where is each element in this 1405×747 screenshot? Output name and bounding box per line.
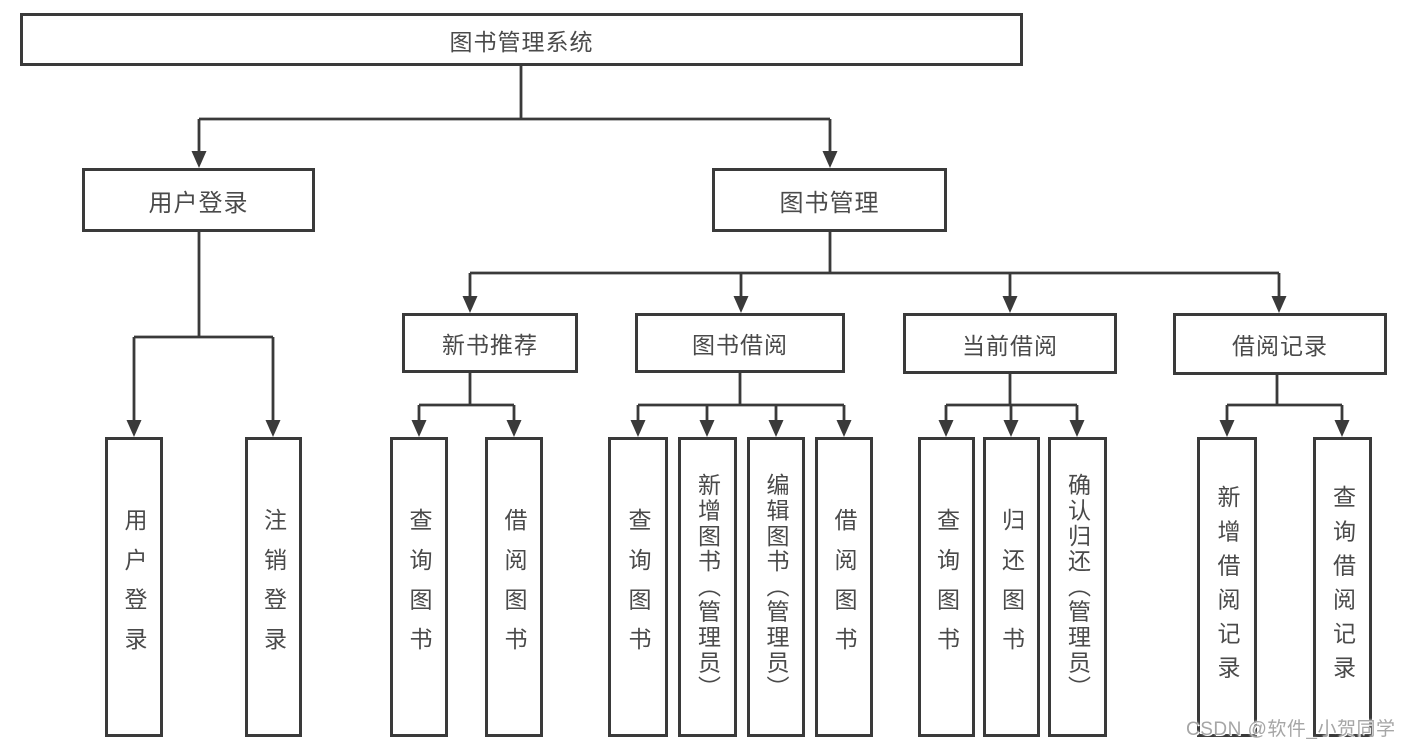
leaf-borrow-add-books-admin: 新增图书（管理员） <box>678 437 737 737</box>
node-borrow-records: 借阅记录 <box>1173 313 1387 375</box>
node-book-borrow: 图书借阅 <box>635 313 845 373</box>
leaf-borrow-borrow-books: 借阅图书 <box>815 437 873 737</box>
leaf-records-add-record: 新增借阅记录 <box>1197 437 1257 737</box>
leaf-newbook-borrow-books: 借阅图书 <box>485 437 543 737</box>
node-label: 图书借阅 <box>692 332 788 358</box>
leaf-label: 查询图书 <box>625 507 651 667</box>
leaf-label: 新增图书（管理员） <box>694 473 721 701</box>
csdn-watermark: CSDN @软件_小贺同学 <box>1186 719 1396 740</box>
node-new-book-recommend: 新书推荐 <box>402 313 578 373</box>
leaf-user-login: 用户登录 <box>105 437 163 737</box>
leaf-label: 查询图书 <box>406 507 432 667</box>
leaf-borrow-query-books: 查询图书 <box>608 437 668 737</box>
node-user-login: 用户登录 <box>82 168 315 232</box>
leaf-current-confirm-return-admin: 确认归还（管理员） <box>1048 437 1107 737</box>
leaf-label: 新增借阅记录 <box>1214 484 1240 690</box>
leaf-borrow-edit-books-admin: 编辑图书（管理员） <box>747 437 805 737</box>
leaf-label: 查询图书 <box>933 507 960 667</box>
node-library-management-system: 图书管理系统 <box>20 13 1023 66</box>
leaf-label: 借阅图书 <box>501 507 527 667</box>
leaf-records-query-record: 查询借阅记录 <box>1313 437 1372 737</box>
leaf-label: 归还图书 <box>998 507 1025 667</box>
leaf-label: 借阅图书 <box>831 507 857 667</box>
node-label: 图书管理 <box>779 189 880 217</box>
node-current-borrow: 当前借阅 <box>903 313 1117 374</box>
leaf-current-return-books: 归还图书 <box>983 437 1040 737</box>
node-book-management: 图书管理 <box>712 168 947 232</box>
node-label: 当前借阅 <box>962 332 1058 359</box>
node-label: 用户登录 <box>148 189 249 217</box>
leaf-newbook-query-books: 查询图书 <box>390 437 448 737</box>
leaf-label: 注销登录 <box>260 507 287 667</box>
leaf-label: 用户登录 <box>121 507 147 667</box>
leaf-current-query-books: 查询图书 <box>918 437 975 737</box>
node-label: 借阅记录 <box>1232 333 1328 359</box>
leaf-label: 编辑图书（管理员） <box>763 473 789 701</box>
leaf-label: 查询借阅记录 <box>1329 484 1356 690</box>
node-label: 图书管理系统 <box>449 28 594 55</box>
leaf-label: 确认归还（管理员） <box>1064 473 1091 701</box>
node-label: 新书推荐 <box>442 332 538 358</box>
leaf-logout: 注销登录 <box>245 437 302 737</box>
